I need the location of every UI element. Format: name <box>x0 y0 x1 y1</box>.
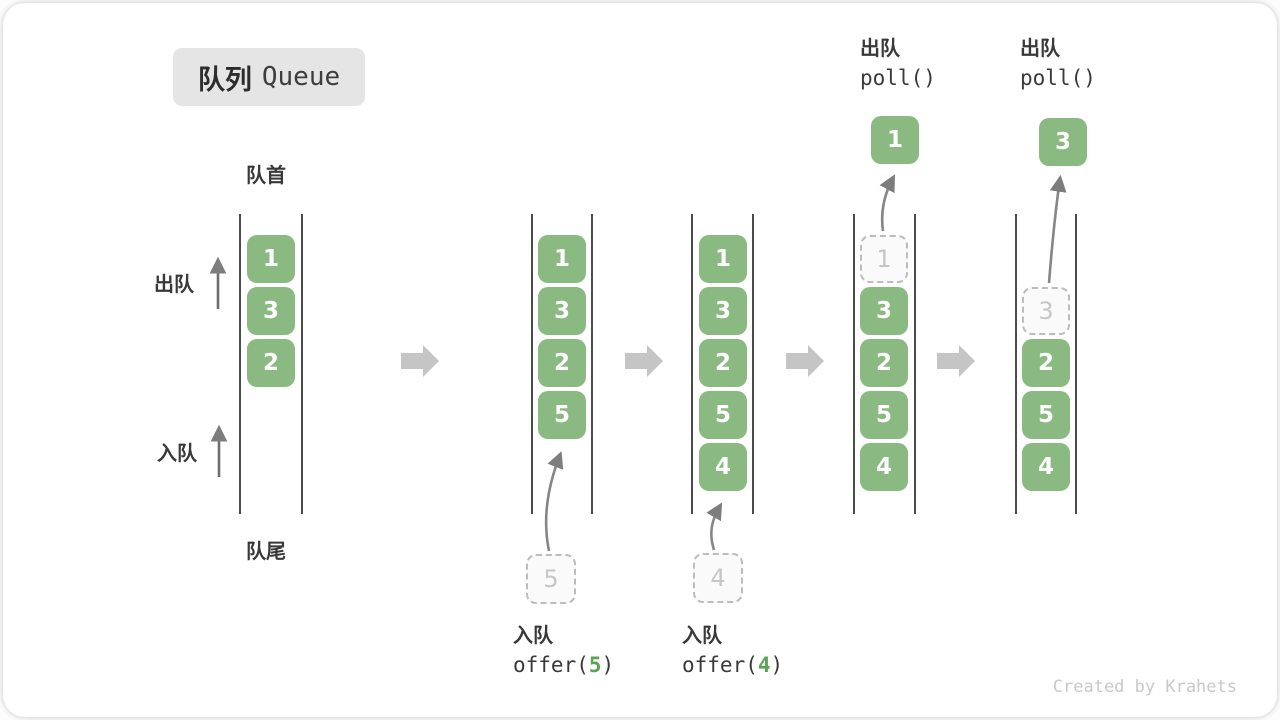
title-badge: 队列 Queue <box>173 48 365 106</box>
offer-op-label-2: 入队 offer(4) <box>682 622 783 682</box>
offer-close: ) <box>601 653 615 677</box>
dequeued-item: 3 <box>1039 118 1087 166</box>
queue-item: 1 <box>699 235 747 283</box>
queue-item: 2 <box>538 339 586 387</box>
step-arrow-icon <box>401 345 439 377</box>
queue2-right-wall <box>591 214 593 514</box>
arrows-layer <box>209 174 1067 552</box>
queue-item-removed: 1 <box>860 235 908 283</box>
queue-item: 2 <box>247 339 295 387</box>
poll-op-label-1: 出队 poll() <box>860 35 936 95</box>
credit-text: Created by Krahets <box>1052 677 1237 697</box>
queue-item: 1 <box>247 235 295 283</box>
queue-item: 2 <box>1022 339 1070 387</box>
offer-arg: 5 <box>588 653 602 677</box>
queue1-right-wall <box>301 214 303 514</box>
step-arrow-icon <box>937 345 975 377</box>
offer-op-code: offer(4) <box>682 648 783 682</box>
enqueue-arrow-icon <box>544 451 564 552</box>
poll-op-zh: 出队 <box>860 36 900 60</box>
poll-op-code: poll() <box>860 66 936 90</box>
step-arrow-icon <box>786 345 824 377</box>
queue3-left-wall <box>691 214 693 514</box>
queue-item: 4 <box>699 443 747 491</box>
queue-item: 3 <box>538 287 586 335</box>
enqueue-arrow-icon <box>706 502 723 551</box>
queue-rear-label: 队尾 <box>246 539 286 563</box>
dequeued-item: 1 <box>871 116 919 164</box>
queue-item-removed: 3 <box>1022 287 1070 335</box>
offer-op-label-1: 入队 offer(5) <box>513 622 614 682</box>
poll-op-label-2: 出队 poll() <box>1020 35 1096 95</box>
queue-item: 5 <box>860 391 908 439</box>
queue-item: 5 <box>699 391 747 439</box>
diagram-card: 队列 Queue 队首 队尾 出队 入队 1 3 2 1 3 2 5 1 3 2… <box>3 3 1277 717</box>
queue-item: 4 <box>1022 443 1070 491</box>
dequeue-arrow-icon <box>1047 174 1067 284</box>
offer-close: ) <box>770 653 784 677</box>
queue4-left-wall <box>853 214 855 514</box>
offer-arg: 4 <box>757 653 771 677</box>
queue-item: 3 <box>699 287 747 335</box>
queue-item: 4 <box>860 443 908 491</box>
offer-op-zh: 入队 <box>682 623 722 647</box>
title-en: Queue <box>261 62 341 92</box>
enqueue-side-label: 入队 <box>157 441 197 465</box>
poll-op-zh: 出队 <box>1020 36 1060 60</box>
enqueue-source-item: 4 <box>693 553 743 603</box>
queue5-left-wall <box>1015 214 1017 514</box>
queue-item: 1 <box>538 235 586 283</box>
dequeue-arrow-icon <box>879 174 895 232</box>
step-arrow-icon <box>625 345 663 377</box>
queue-item: 3 <box>247 287 295 335</box>
queue3-right-wall <box>752 214 754 514</box>
queue-item: 5 <box>1022 391 1070 439</box>
queue-item: 5 <box>538 391 586 439</box>
dequeue-side-label: 出队 <box>154 272 194 296</box>
queue1-left-wall <box>239 214 241 514</box>
enqueue-source-item: 5 <box>526 554 576 604</box>
poll-op-code: poll() <box>1020 66 1096 90</box>
queue5-right-wall <box>1075 214 1077 514</box>
queue-front-label: 队首 <box>246 163 286 187</box>
offer-op-zh: 入队 <box>513 623 553 647</box>
title-zh: 队列 <box>197 64 252 96</box>
queue4-right-wall <box>914 214 916 514</box>
queue-item: 2 <box>699 339 747 387</box>
queue2-left-wall <box>531 214 533 514</box>
queue-item: 2 <box>860 339 908 387</box>
offer-fn: offer( <box>513 653 589 677</box>
queue-item: 3 <box>860 287 908 335</box>
offer-fn: offer( <box>682 653 758 677</box>
offer-op-code: offer(5) <box>513 648 614 682</box>
